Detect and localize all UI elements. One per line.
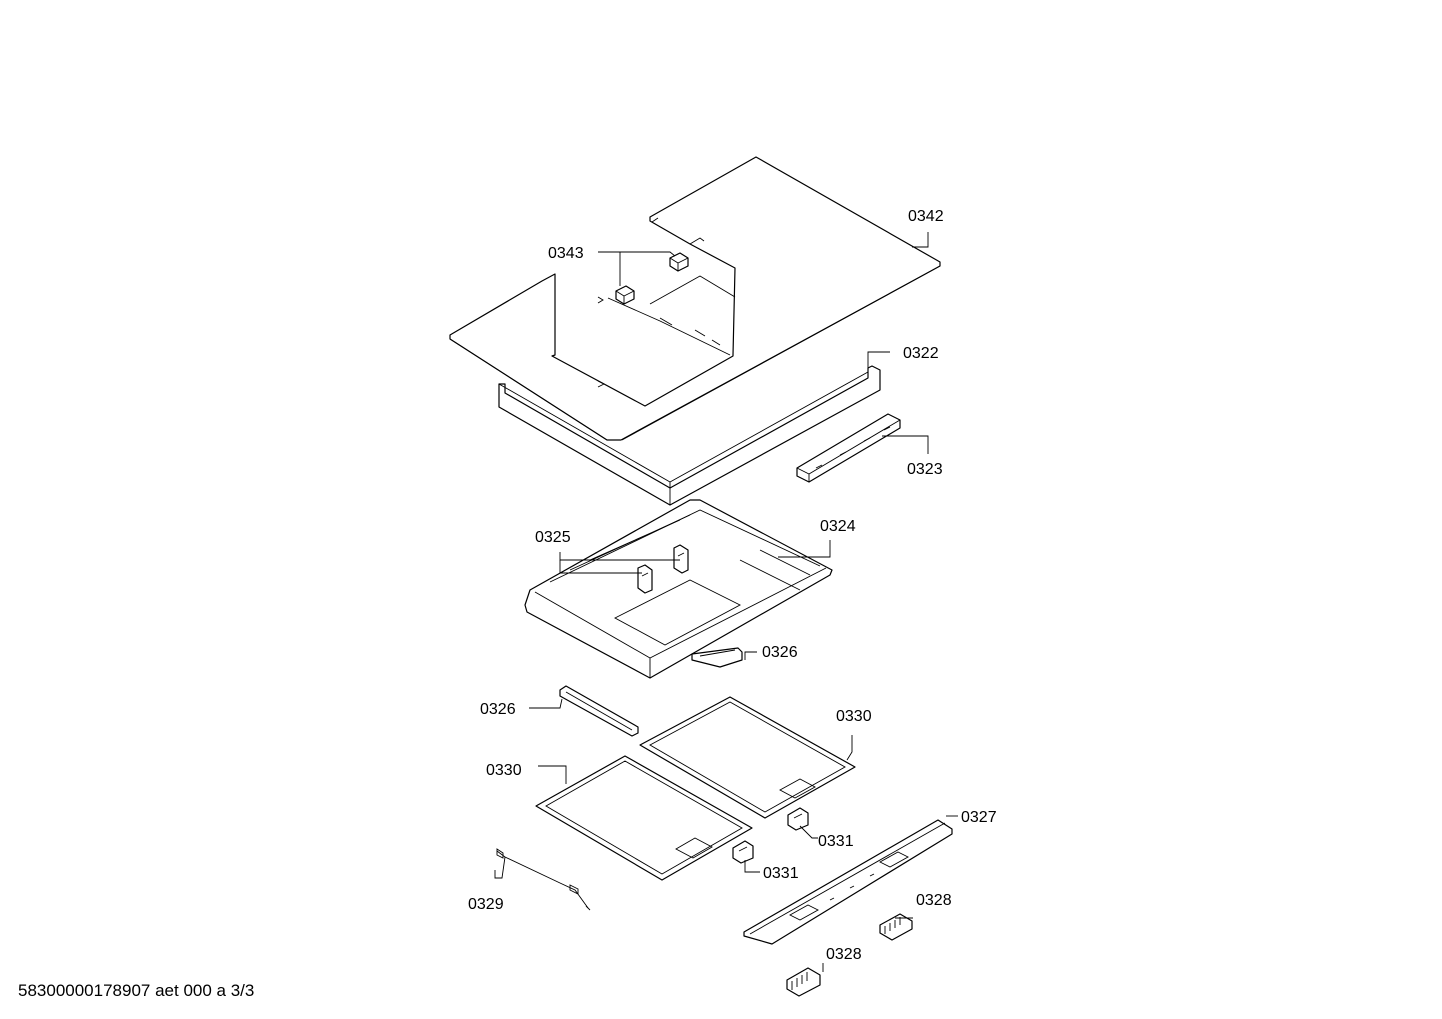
part-0324-base-tray[interactable]	[524, 499, 833, 679]
label-0326-right: 0326	[762, 644, 798, 661]
part-0325-hook-2[interactable]	[637, 564, 653, 594]
label-0330-right: 0330	[836, 708, 872, 725]
label-0328-upper: 0328	[916, 892, 952, 909]
label-0331-lower: 0331	[763, 865, 799, 882]
leader-lines	[494, 232, 958, 972]
part-0326-rail-left[interactable]	[559, 685, 639, 737]
part-0330-filter-right[interactable]	[639, 696, 856, 819]
part-0331-knob-upper[interactable]	[787, 807, 809, 831]
part-0326-rail-right[interactable]	[691, 647, 743, 668]
part-0328-grille-lower[interactable]	[786, 967, 821, 997]
part-0330-filter-left[interactable]	[535, 755, 753, 881]
label-0328-lower: 0328	[826, 946, 862, 963]
label-0324: 0324	[820, 518, 856, 535]
label-0327: 0327	[961, 809, 997, 826]
label-0322: 0322	[903, 345, 939, 362]
label-0331-upper: 0331	[818, 833, 854, 850]
document-id-footer: 58300000178907 aet 000 a 3/3	[18, 981, 255, 1000]
label-0323: 0323	[907, 461, 943, 478]
part-0342-cover-panel[interactable]	[449, 156, 941, 441]
part-0327-front-strip[interactable]	[743, 819, 953, 945]
inner-panel-outline	[607, 275, 736, 356]
label-0325: 0325	[535, 529, 571, 546]
part-0343-clip-2[interactable]	[615, 285, 635, 305]
label-0329: 0329	[468, 896, 504, 913]
part-0343-clip-1[interactable]	[669, 252, 689, 272]
label-0343: 0343	[548, 245, 584, 262]
part-0323-bracket[interactable]	[796, 413, 901, 483]
label-0342: 0342	[908, 208, 944, 225]
part-0328-grille-upper[interactable]	[879, 913, 913, 941]
label-0330-left: 0330	[486, 762, 522, 779]
part-0322-housing[interactable]	[498, 365, 881, 506]
part-0329-cable[interactable]	[496, 848, 591, 911]
part-0331-knob-lower[interactable]	[732, 840, 754, 864]
part-0325-hook-1[interactable]	[673, 544, 689, 574]
label-0326-left: 0326	[480, 701, 516, 718]
